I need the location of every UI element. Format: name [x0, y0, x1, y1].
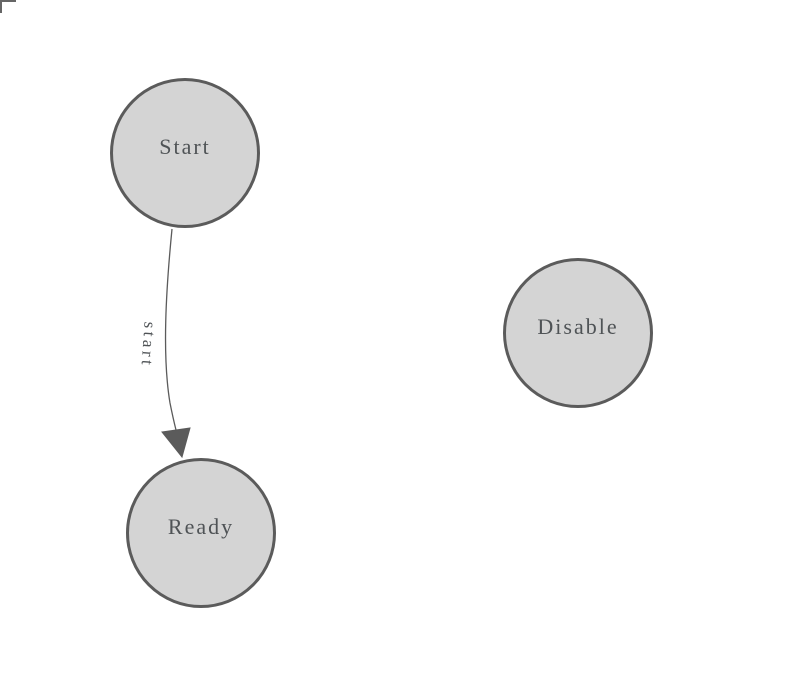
edge-path[interactable]: [164, 228, 177, 431]
state-node-ready[interactable]: Ready: [126, 458, 276, 608]
corner-mark: [0, 0, 16, 13]
edge-label-start[interactable]: start: [137, 321, 160, 370]
node-label-start: Start: [159, 134, 211, 159]
node-label-disable: Disable: [537, 314, 619, 339]
state-node-disable[interactable]: Disable: [503, 258, 653, 408]
edge-arrowhead-icon: [161, 427, 191, 459]
transition-edge-start-to-ready[interactable]: [161, 228, 191, 459]
node-label-ready: Ready: [167, 514, 235, 539]
state-node-start[interactable]: Start: [110, 78, 260, 228]
